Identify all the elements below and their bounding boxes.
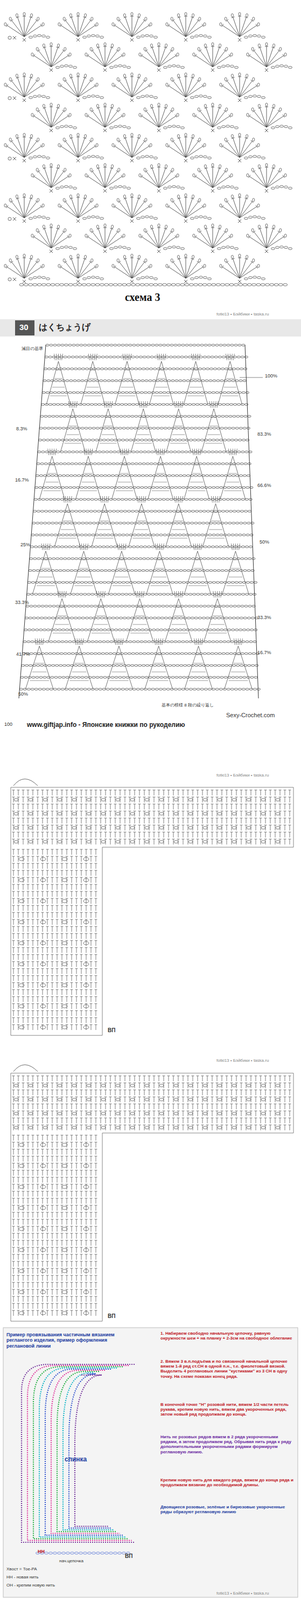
chart-label: 100% — [264, 372, 278, 378]
chart-label: НН — [37, 1546, 45, 1552]
chart-label: Крепим новую нить для каждого ряда, вяже… — [160, 1475, 296, 1486]
chart-label: fotki13 • Бэйбики • taska.ru — [216, 1588, 269, 1594]
chart-label: Двоящиеся розовые, зелёные и бирюзовые у… — [160, 1502, 296, 1512]
chart-label: はくちょうげ — [38, 322, 91, 332]
chart-label: 25% — [20, 541, 31, 547]
chart-label: 2. Вяжем 3 в.п.подъёма и по связанной на… — [160, 1356, 296, 1377]
chart-label: спинка — [64, 1453, 87, 1462]
chart-label: 8.3% — [16, 425, 28, 431]
chart-label: 41.7% — [16, 650, 31, 656]
chart-label: fotki13 • Бэйбики • taska.ru — [216, 311, 269, 317]
chart-label: 1. Набираем свободно начальную цепочку, … — [160, 1328, 296, 1339]
chart-label: 減目の基準 — [21, 345, 44, 351]
chart-label: fotki13 • Бэйбики • taska.ru — [216, 1056, 269, 1062]
chart-label: Sexy-Crochet.com — [226, 710, 275, 718]
chart-label: 16.7% — [257, 648, 272, 655]
chart-label: 33.3% — [15, 598, 30, 605]
chart-label: Нить не розовых рядов вяжем в 2 ряда уко… — [160, 1432, 296, 1453]
chart-label: 83.3% — [257, 430, 272, 437]
chart-label: НН - новая нить — [6, 1572, 39, 1578]
chart-label: ОН - крепим новую нить — [6, 1580, 55, 1586]
chart-label: 50% — [18, 690, 28, 696]
chart-label: ВП — [124, 1550, 133, 1558]
chart-label: 50% — [259, 538, 270, 544]
chart-label: В конечной точке "Н" розовой нити, вяжем… — [160, 1400, 296, 1416]
chart-label: Хвост = Тое-РА — [6, 1564, 38, 1570]
chart-label: 66.6% — [257, 481, 272, 488]
chart-label: fotki13 • Бэйбики • taska.ru — [216, 771, 269, 777]
chart-label: 33.3% — [257, 613, 272, 620]
chart-label: 30 — [19, 322, 29, 332]
chart-label: ВП — [107, 1025, 116, 1033]
chart-label: Пример провязывания частичным вязанием р… — [6, 1330, 131, 1347]
chart-label: www.giftjap.info - Японские книжки по ру… — [26, 720, 186, 728]
chart-label: ВП — [107, 1311, 116, 1318]
chart-label: 16.7% — [15, 476, 30, 482]
chart-label: 基本の模様 8 段の繰り返し — [161, 701, 214, 707]
chart-label: 100 — [4, 720, 13, 726]
chart-caption: схема 3 — [124, 290, 160, 304]
chart-label: нач.цепочка — [59, 1556, 84, 1561]
